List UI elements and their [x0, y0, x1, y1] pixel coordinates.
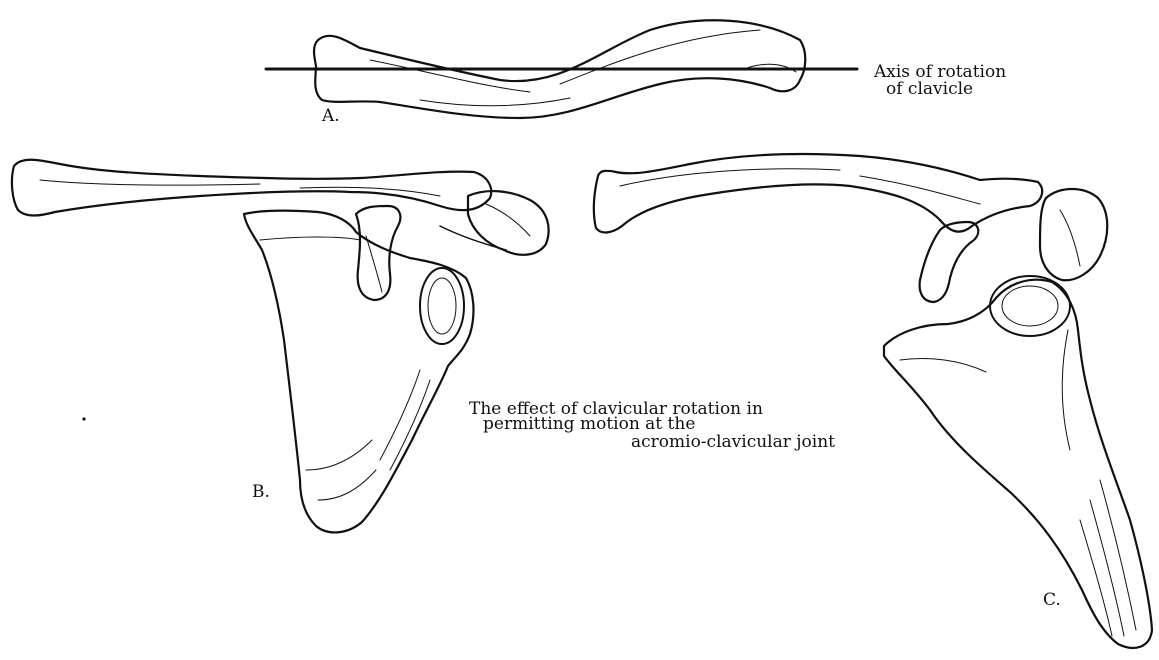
label-c: C. [1043, 592, 1061, 609]
axis-label-line2: of clavicle [886, 81, 973, 98]
clavicle-c [594, 154, 1042, 232]
clavicle-b [12, 160, 491, 216]
acromion-b [440, 191, 549, 255]
caption-line2: permitting motion at the [483, 416, 695, 432]
coracoid-c [920, 222, 979, 302]
caption-line3: acromio-clavicular joint [631, 434, 835, 450]
label-a: A. [322, 108, 340, 125]
label-b: B. [252, 484, 270, 501]
scapula-c [884, 276, 1152, 648]
acromion-c [1040, 189, 1107, 280]
